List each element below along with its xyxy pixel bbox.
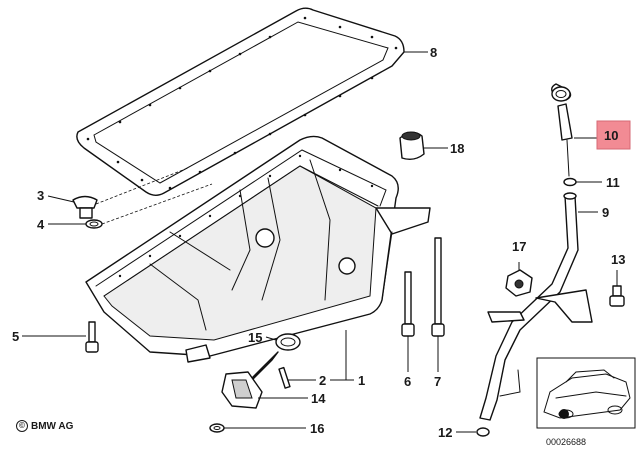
callout-2[interactable]: 2 [319, 373, 326, 388]
guide-tube[interactable] [479, 192, 593, 421]
callout-3[interactable]: 3 [37, 188, 44, 203]
bolt-6[interactable] [401, 271, 415, 337]
callout-1[interactable]: 1 [358, 373, 365, 388]
callout-12[interactable]: 12 [438, 425, 452, 440]
copyright-notice: ©BMW AG [16, 420, 73, 432]
callout-11[interactable]: 11 [606, 175, 620, 190]
callout-6[interactable]: 6 [404, 374, 411, 389]
pin-2[interactable] [278, 366, 291, 389]
callout-9[interactable]: 9 [602, 205, 609, 220]
oil-pan[interactable] [85, 135, 431, 363]
drain-plug[interactable] [72, 195, 98, 219]
callout-14[interactable]: 14 [311, 391, 326, 406]
oil-dipstick[interactable] [551, 83, 573, 177]
bolt-7[interactable] [431, 237, 445, 337]
callout-labels: 8 18 3 4 5 15 2 1 14 16 6 7 10 11 9 17 1… [12, 45, 625, 440]
bolt-13[interactable] [609, 285, 625, 307]
callout-18[interactable]: 18 [450, 141, 464, 156]
sealing-ring[interactable] [85, 219, 103, 229]
leader-lines [22, 51, 618, 433]
copyright-text: BMW AG [31, 421, 74, 432]
copyright-symbol: © [16, 420, 28, 432]
vehicle-thumbnail [536, 357, 636, 429]
highlight-box [596, 120, 631, 150]
holder-17[interactable] [505, 269, 533, 297]
callout-16[interactable]: 16 [310, 421, 324, 436]
ring-12[interactable] [476, 427, 490, 437]
callout-5[interactable]: 5 [12, 329, 19, 344]
document-number: 00026688 [546, 437, 587, 447]
washer-16[interactable] [209, 423, 225, 433]
callout-17[interactable]: 17 [512, 239, 526, 254]
callout-10[interactable]: 10 [604, 128, 618, 143]
callout-7[interactable]: 7 [434, 374, 441, 389]
oil-pan-gasket[interactable] [76, 7, 405, 196]
callout-4[interactable]: 4 [37, 217, 45, 232]
o-ring-11[interactable] [563, 177, 577, 187]
callout-13[interactable]: 13 [611, 252, 625, 267]
o-ring-15[interactable] [275, 333, 301, 351]
rubber-plug[interactable] [399, 131, 425, 161]
hex-bolt-5[interactable] [85, 321, 99, 353]
callout-8[interactable]: 8 [430, 45, 437, 60]
oil-pickup-pipe[interactable] [221, 351, 279, 409]
callout-15[interactable]: 15 [248, 330, 262, 345]
